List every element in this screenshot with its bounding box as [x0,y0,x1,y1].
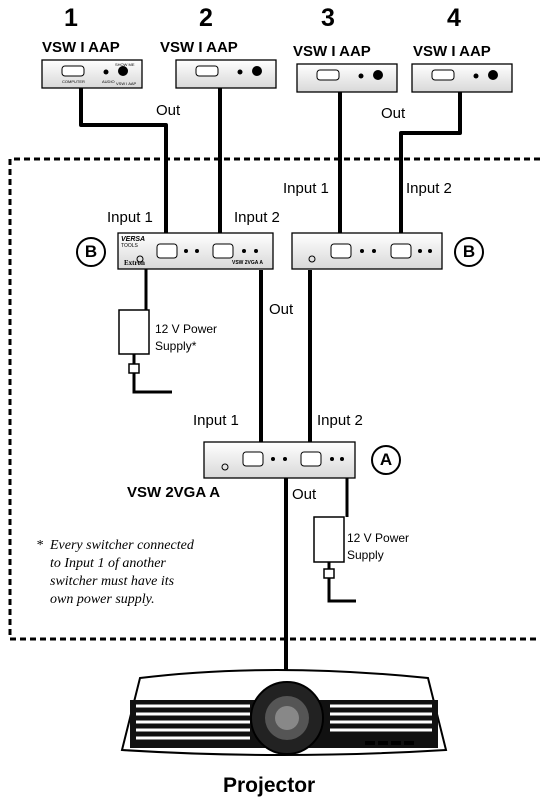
label-input2-left: Input 2 [234,209,280,226]
source-number-3: 3 [321,4,335,32]
label-power-left: 12 V Power Supply* [155,322,218,353]
label-input2-right: Input 2 [406,180,452,197]
device-print-computer: COMPUTER [62,79,85,84]
source-device-4 [411,63,513,93]
device-print-audio: AUDIO [102,79,115,84]
badge-a: A [371,445,401,475]
badge-b-right: B [454,237,484,267]
power-supply-left [118,268,172,394]
power-supply-right [313,478,356,603]
label-input2-bottom: Input 2 [317,412,363,429]
cable-source4 [399,90,462,236]
source-model-1: VSW I AAP [42,39,120,56]
switcher-b-right [291,232,443,270]
device-print-versa: VERSA [121,236,146,243]
switcher-a [203,441,356,479]
source-device-3 [296,63,398,93]
source-model-2: VSW I AAP [160,39,238,56]
switcher-a-name: VSW 2VGA A [127,484,221,501]
switcher-b-left [117,232,274,270]
cables [79,83,462,672]
dashed-enclosure [8,157,540,641]
device-print-switcher-model: VSW 2VGA A [232,260,264,266]
label-out-middle: Out [269,301,294,318]
label-input1-right: Input 1 [283,180,329,197]
source-model-3: VSW I AAP [293,43,371,60]
source-device-1 [41,59,143,89]
label-input1-bottom: Input 1 [193,412,239,429]
source-model-4: VSW I AAP [413,43,491,60]
badge-b-left: B [76,237,106,267]
label-out-left: Out [156,102,181,119]
source-number-1: 1 [64,4,78,32]
source-number-2: 2 [199,4,213,32]
projector-illustration [120,669,448,756]
label-out-bottom: Out [292,486,317,503]
projector-label: Projector [223,774,316,797]
cable-source1 [79,83,168,236]
device-print-model: VSW I AAP [116,81,137,86]
label-out-right: Out [381,105,406,122]
source-number-4: 4 [447,4,461,32]
label-power-right: 12 V Power Supply [347,531,410,562]
label-input1-left: Input 1 [107,209,153,226]
device-print-showme: SHOW ME [115,62,135,67]
device-print-extron: Extron [124,259,145,267]
footnote: * Every switcher connected to Input 1 of… [36,538,194,607]
source-device-2 [175,59,277,89]
device-print-tools: TOOLS [121,243,138,249]
